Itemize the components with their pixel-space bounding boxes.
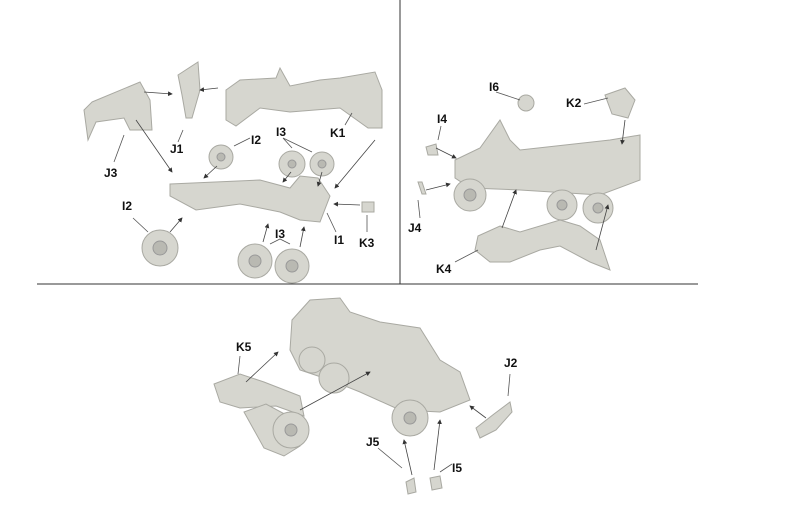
label-j2: J2 bbox=[504, 356, 518, 370]
label-k1: K1 bbox=[330, 126, 346, 140]
label-i2-top: I2 bbox=[251, 133, 262, 147]
label-k4: K4 bbox=[436, 262, 452, 276]
label-j3: J3 bbox=[104, 166, 118, 180]
label-i2-bottom: I2 bbox=[122, 199, 133, 213]
label-k5: K5 bbox=[236, 340, 252, 354]
label-j5: J5 bbox=[366, 435, 380, 449]
label-j4: J4 bbox=[408, 221, 422, 235]
label-k2: K2 bbox=[566, 96, 582, 110]
label-k3: K3 bbox=[359, 236, 375, 250]
label-i3-top: I3 bbox=[276, 125, 287, 139]
label-i1: I1 bbox=[334, 233, 345, 247]
label-i4: I4 bbox=[437, 112, 448, 126]
label-i6: I6 bbox=[489, 80, 500, 94]
panel2-parts bbox=[417, 87, 641, 271]
panel3-parts bbox=[213, 297, 513, 495]
label-j1: J1 bbox=[170, 142, 184, 156]
panel1-parts bbox=[83, 61, 383, 284]
label-i5: I5 bbox=[452, 461, 463, 475]
label-i3-bottom: I3 bbox=[275, 227, 286, 241]
